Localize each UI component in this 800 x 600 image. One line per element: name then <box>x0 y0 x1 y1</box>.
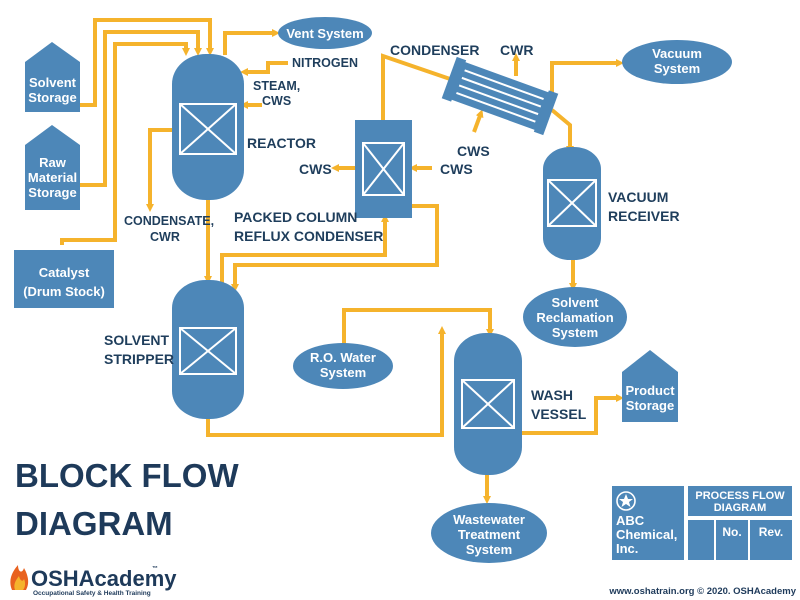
oshacademy-logo: OSHAcademy ™ Occupational Safety & Healt… <box>10 565 177 597</box>
svg-text:Solvent: Solvent <box>29 75 77 90</box>
svg-text:System: System <box>654 61 700 76</box>
steam-cws-label-line2: CWS <box>262 94 291 108</box>
diagram-title-line2: DIAGRAM <box>15 505 173 542</box>
raw-material-storage-tank: Raw Material Storage <box>25 125 80 210</box>
cws-condenser-label: CWS <box>457 143 490 159</box>
flame-icon <box>10 565 29 590</box>
diagram-labels: NITROGEN STEAM, CWS REACTOR CONDENSATE, … <box>104 42 680 422</box>
svg-text:Vacuum: Vacuum <box>652 46 702 61</box>
svg-text:DIAGRAM: DIAGRAM <box>714 502 767 514</box>
wash-vessel <box>454 333 522 475</box>
packed-column-label-line1: PACKED COLUMN <box>234 209 357 225</box>
solvent-stripper-vessel <box>172 280 244 419</box>
solvent-reclamation-system: Solvent Reclamation System <box>523 287 627 347</box>
vent-system: Vent System <box>278 17 372 49</box>
product-storage-tank: Product Storage <box>622 350 678 422</box>
wash-vessel-label-line2: VESSEL <box>531 406 587 422</box>
svg-text:Reclamation: Reclamation <box>536 310 613 325</box>
svg-text:Wastewater: Wastewater <box>453 512 525 527</box>
svg-text:Material: Material <box>28 170 77 185</box>
catalyst-drum-stock: Catalyst (Drum Stock) <box>14 250 114 308</box>
svg-text:OSHAcademy: OSHAcademy <box>31 566 177 591</box>
svg-text:ABC: ABC <box>616 513 645 528</box>
svg-text:Rev.: Rev. <box>759 525 783 539</box>
ro-water-system: R.O. Water System <box>293 343 393 389</box>
solvent-storage-tank: Solvent Storage <box>25 42 80 112</box>
diagram-title-line1: BLOCK FLOW <box>15 457 239 494</box>
svg-text:Storage: Storage <box>28 185 76 200</box>
star-badge-icon <box>616 491 636 511</box>
footer-copyright: www.oshatrain.org © 2020. OSHAcademy <box>608 586 796 597</box>
reactor-label: REACTOR <box>247 135 316 151</box>
svg-text:PROCESS FLOW: PROCESS FLOW <box>695 490 785 502</box>
cws-right-label: CWS <box>440 161 473 177</box>
svg-text:Chemical,: Chemical, <box>616 527 677 542</box>
solvent-stripper-label-line2: STRIPPER <box>104 351 174 367</box>
steam-cws-label-line1: STEAM, <box>253 79 300 93</box>
svg-text:No.: No. <box>722 525 741 539</box>
svg-text:Solvent: Solvent <box>552 295 600 310</box>
cws-left-label: CWS <box>299 161 332 177</box>
title-block: ABC Chemical, Inc. PROCESS FLOW DIAGRAM … <box>612 486 792 560</box>
condenser-label: CONDENSER <box>390 42 479 58</box>
vacuum-receiver-vessel <box>543 147 601 260</box>
svg-text:System: System <box>552 325 598 340</box>
svg-text:™: ™ <box>152 565 158 572</box>
condensate-cwr-label-line1: CONDENSATE, <box>124 214 214 228</box>
svg-text:(Drum Stock): (Drum Stock) <box>23 284 105 299</box>
svg-text:Storage: Storage <box>28 90 76 105</box>
svg-text:Treatment: Treatment <box>458 527 521 542</box>
svg-text:System: System <box>466 542 512 557</box>
wastewater-treatment-system: Wastewater Treatment System <box>431 503 547 563</box>
svg-text:Occupational Safety & Health T: Occupational Safety & Health Training <box>33 590 151 597</box>
solvent-stripper-label-line1: SOLVENT <box>104 332 170 348</box>
svg-text:Storage: Storage <box>626 398 674 413</box>
packed-column <box>355 120 412 218</box>
condenser-exchanger <box>441 56 559 136</box>
svg-text:Inc.: Inc. <box>616 541 638 556</box>
svg-text:Raw: Raw <box>39 155 67 170</box>
svg-text:System: System <box>320 365 366 380</box>
svg-text:R.O. Water: R.O. Water <box>310 350 376 365</box>
svg-text:Product: Product <box>625 383 675 398</box>
vacuum-system: Vacuum System <box>622 40 732 84</box>
wash-vessel-label-line1: WASH <box>531 387 573 403</box>
vacuum-receiver-label-line1: VACUUM <box>608 189 668 205</box>
reactor-vessel <box>172 54 244 200</box>
svg-text:Vent System: Vent System <box>286 26 363 41</box>
nitrogen-label: NITROGEN <box>292 56 358 70</box>
cwr-label: CWR <box>500 42 533 58</box>
svg-text:Catalyst: Catalyst <box>39 265 90 280</box>
condensate-cwr-label-line2: CWR <box>150 230 180 244</box>
packed-column-label-line2: REFLUX CONDENSER <box>234 228 383 244</box>
vacuum-receiver-label-line2: RECEIVER <box>608 208 680 224</box>
flow-lines <box>60 18 624 504</box>
